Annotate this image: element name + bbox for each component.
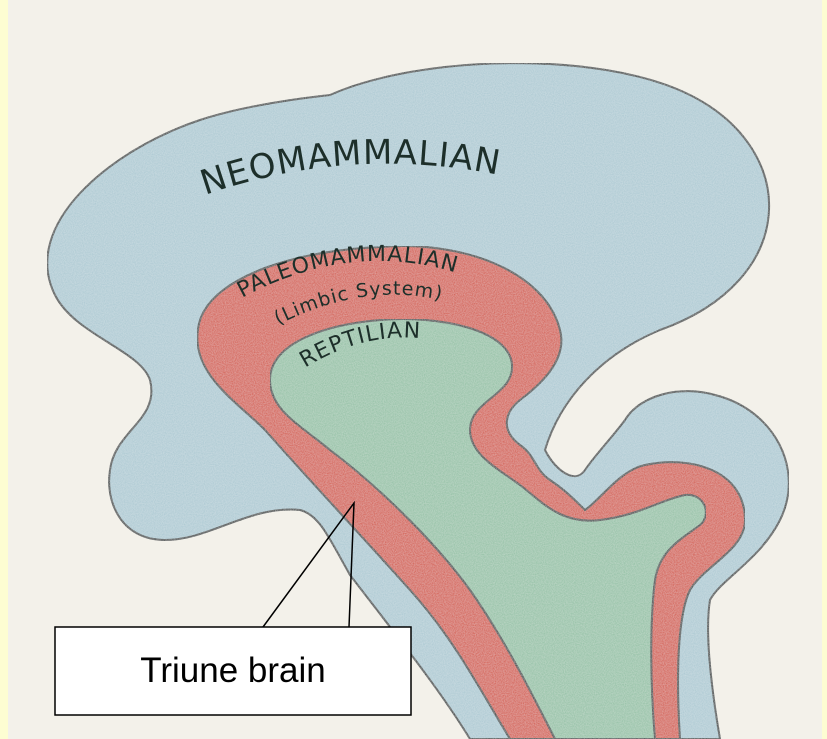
callout-label: Triune brain xyxy=(140,651,325,690)
callout-pointer xyxy=(263,503,354,627)
